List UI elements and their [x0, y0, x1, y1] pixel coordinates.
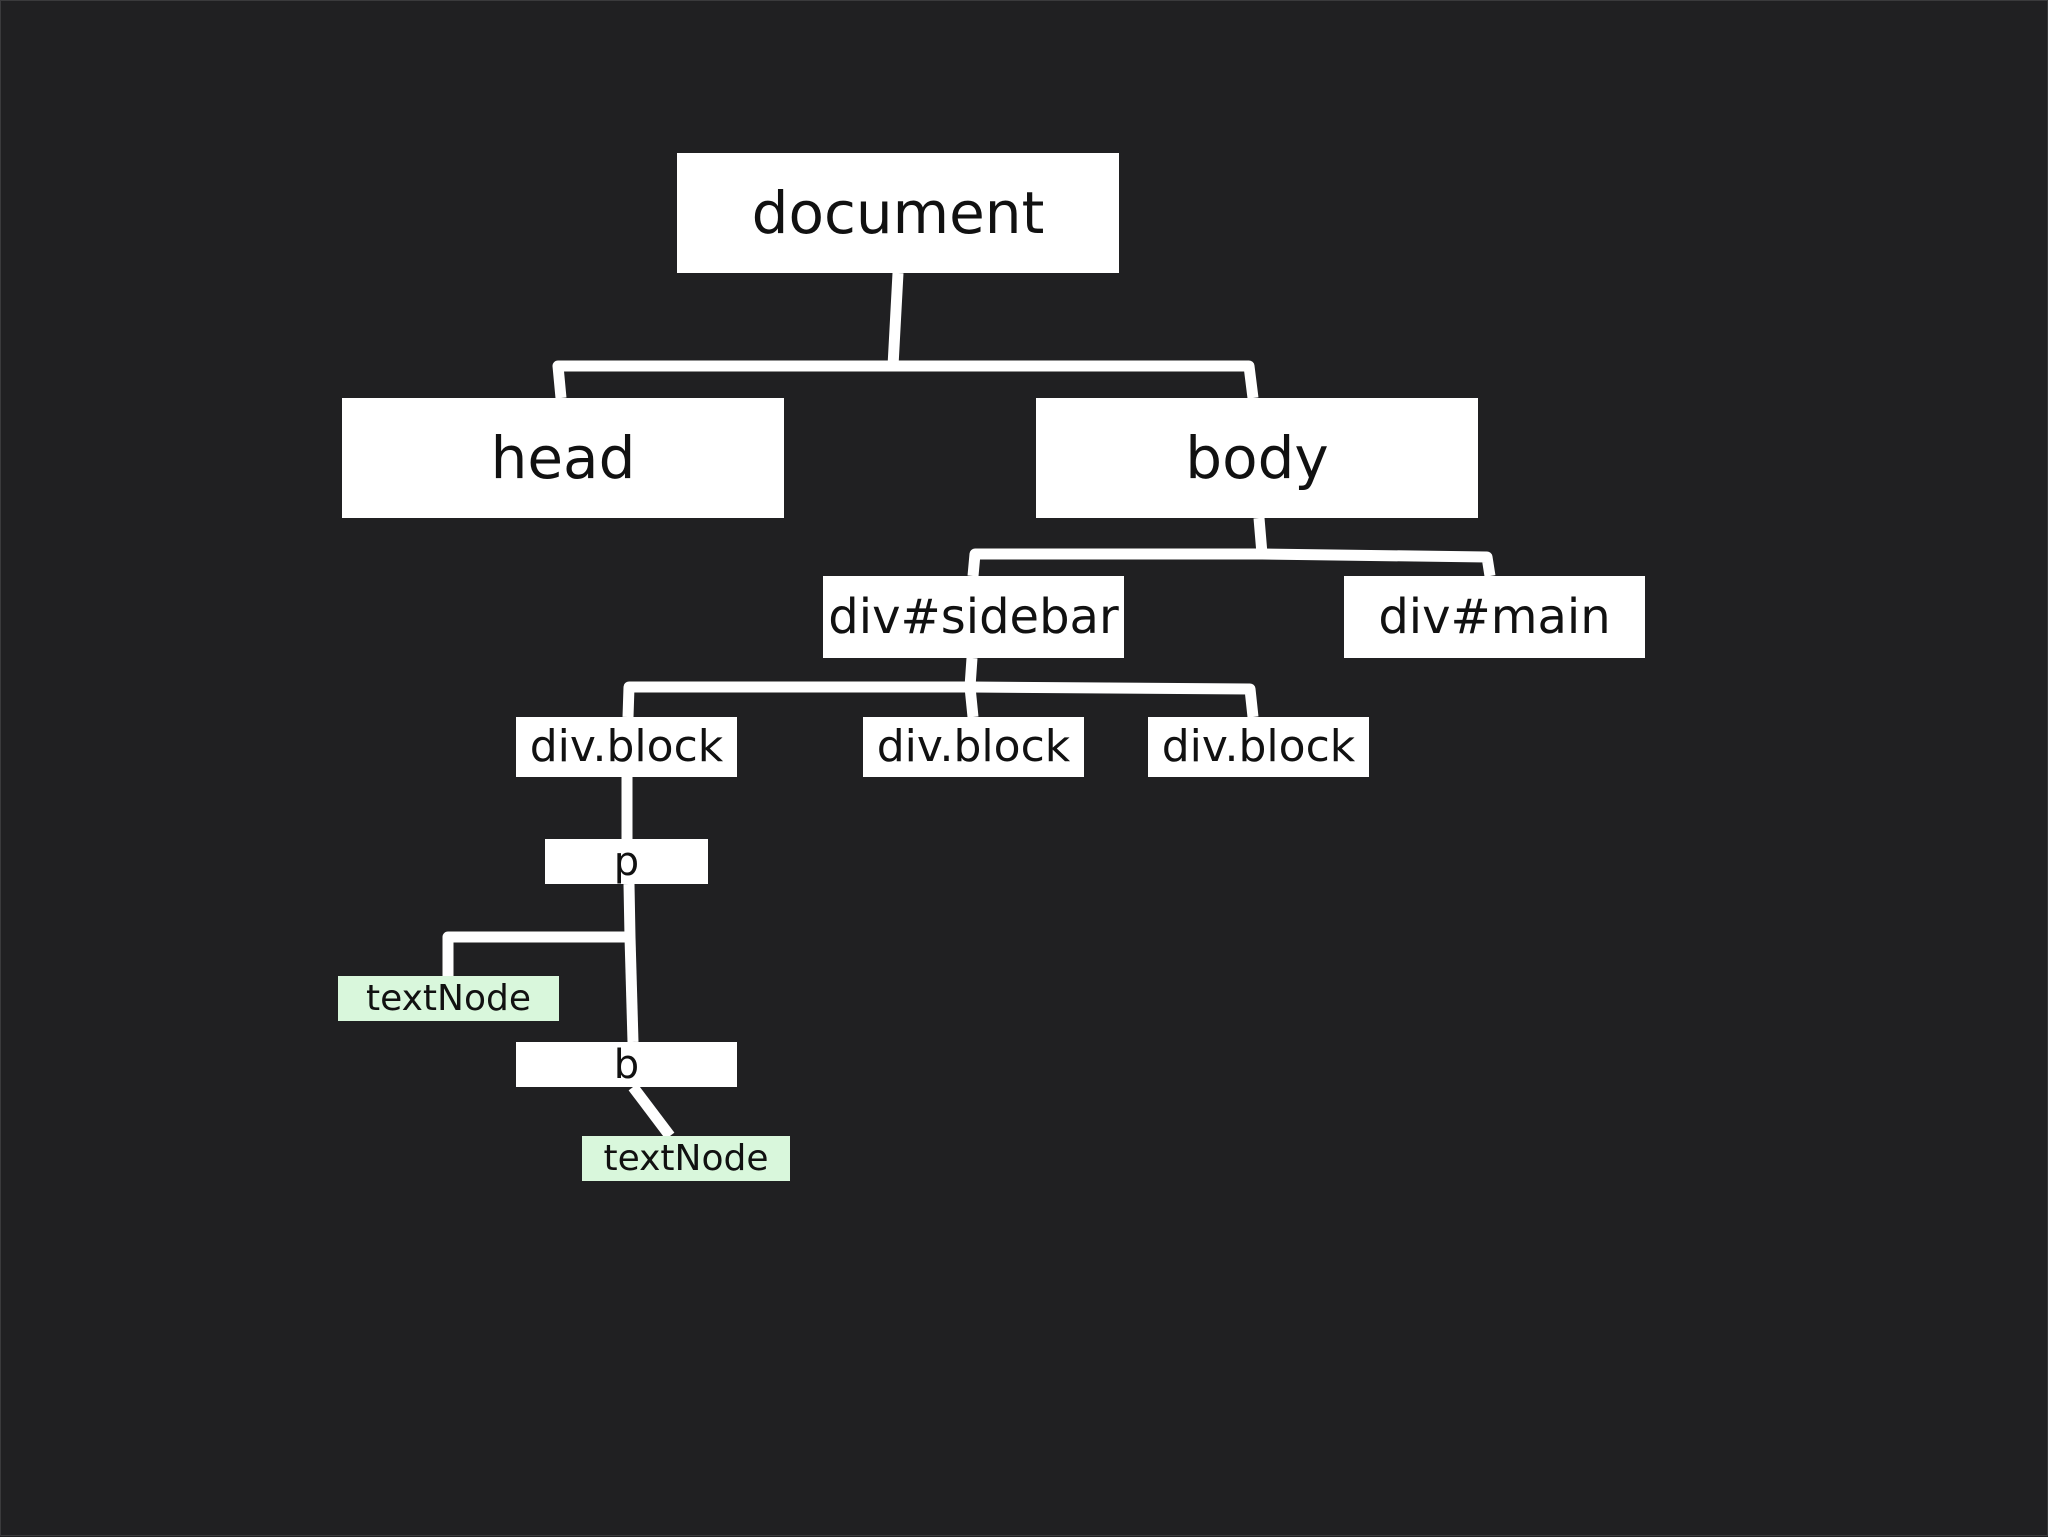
node-b: b	[516, 1042, 737, 1087]
edge-b-textnode	[628, 1083, 675, 1140]
node-p: p	[545, 839, 708, 884]
edge-p-children	[442, 883, 636, 976]
node-text-node-2-label: textNode	[603, 1137, 769, 1179]
node-document-label: document	[751, 179, 1045, 247]
edge-p-b	[624, 936, 639, 1043]
node-div-sidebar-label: div#sidebar	[828, 589, 1119, 645]
node-body: body	[1036, 398, 1478, 518]
node-div-main: div#main	[1344, 576, 1645, 658]
node-div-block-3-label: div.block	[1161, 721, 1356, 772]
node-div-block-2: div.block	[863, 717, 1084, 777]
node-div-main-label: div#main	[1378, 589, 1611, 645]
node-body-label: body	[1185, 424, 1329, 492]
node-div-block-2-label: div.block	[876, 721, 1071, 772]
node-div-sidebar: div#sidebar	[823, 576, 1124, 658]
node-text-node-1-label: textNode	[365, 977, 531, 1019]
edge-sidebar-block3	[969, 681, 1259, 718]
node-head-label: head	[490, 424, 636, 492]
node-document: document	[677, 153, 1119, 273]
node-head: head	[342, 398, 784, 518]
node-div-block-3: div.block	[1148, 717, 1369, 777]
node-p-label: p	[613, 838, 640, 885]
node-div-block-1-label: div.block	[529, 721, 724, 772]
node-text-node-1: textNode	[338, 976, 559, 1021]
edge-body-main	[1261, 548, 1496, 577]
node-div-block-1: div.block	[516, 717, 737, 777]
edge-document-body	[893, 360, 1259, 399]
edge-sidebar-children	[622, 657, 978, 718]
edge-body-children	[967, 517, 1268, 577]
edge-document-children	[552, 272, 904, 399]
node-b-label: b	[613, 1041, 640, 1088]
node-text-node-2: textNode	[582, 1136, 790, 1181]
